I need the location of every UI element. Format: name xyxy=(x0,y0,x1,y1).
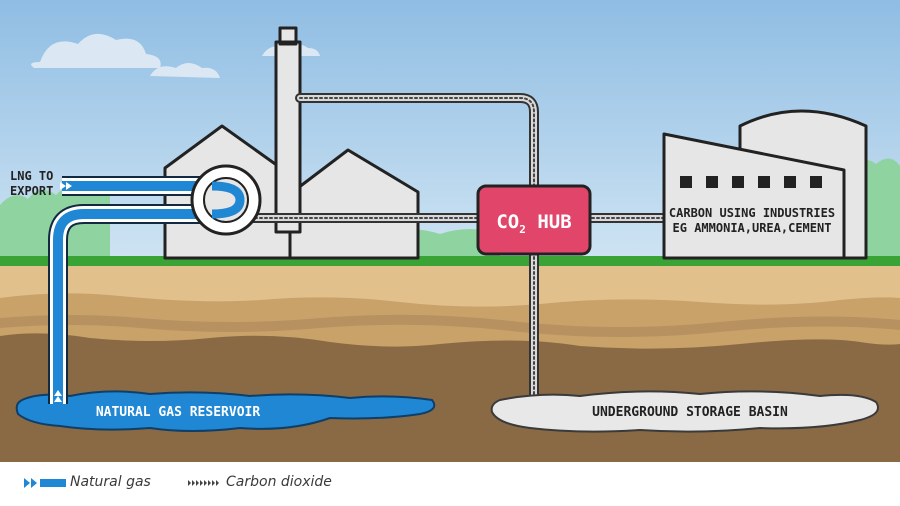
soil-deep xyxy=(0,314,900,337)
natural-gas-reservoir xyxy=(15,390,436,432)
industries-label-line2: EG AMMONIA,UREA,CEMENT xyxy=(673,221,832,235)
storage-label: UNDERGROUND STORAGE BASIN xyxy=(592,405,788,420)
co2-hub-subscript: 2 xyxy=(519,223,526,236)
co2-hub-box xyxy=(476,184,592,256)
lng-export-label-line2: EXPORT xyxy=(10,184,53,198)
industries-windows xyxy=(680,176,822,188)
gas-flow-arrows xyxy=(54,182,72,402)
underground-storage-basin xyxy=(490,390,879,433)
co2-pipes xyxy=(245,93,669,415)
industries-building xyxy=(662,109,868,260)
gas-pipe-loop xyxy=(211,181,245,219)
industries-label-line1: CARBON USING INDUSTRIES xyxy=(669,206,835,220)
legend: Natural gas Carbon dioxide xyxy=(0,462,900,506)
grass xyxy=(0,256,900,266)
double-chevron-pipe-icon xyxy=(24,478,66,488)
lng-export-label-line1: LNG TO xyxy=(10,169,53,183)
reservoir-label: NATURAL GAS RESERVOIR xyxy=(96,405,261,420)
legend-natural-gas: Natural gas xyxy=(70,474,151,490)
dotted-arrow-pipe-icon xyxy=(188,480,219,486)
co2-hub-label: CO2 HUB xyxy=(496,211,571,236)
legend-carbon-dioxide: Carbon dioxide xyxy=(226,474,332,490)
